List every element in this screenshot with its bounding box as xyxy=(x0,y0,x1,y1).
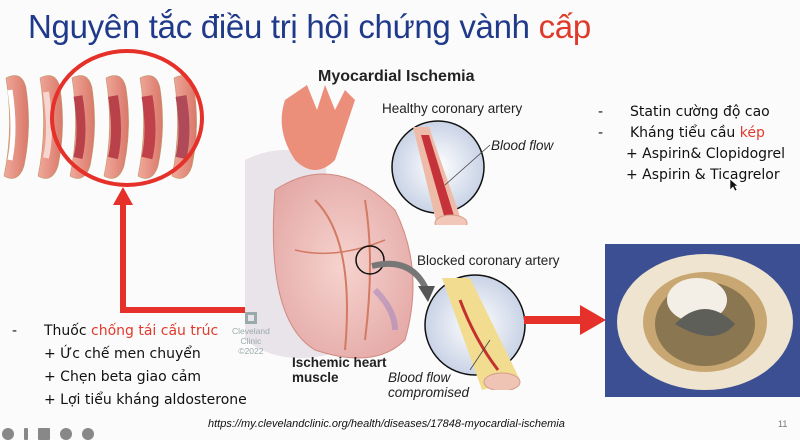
slide-title: Nguyên tắc điều trị hội chứng vành cấp xyxy=(28,8,591,46)
list-subitem: + Aspirin & Ticagrelor xyxy=(626,167,780,183)
healthy-artery-circle xyxy=(391,120,491,225)
list-subitem: + Lợi tiểu kháng aldosterone xyxy=(44,392,247,408)
cleveland-clinic-logo: Cleveland Clinic ©2022 xyxy=(232,312,270,356)
zoom-icon[interactable] xyxy=(60,428,72,440)
blocked-artery-label: Blocked coronary artery xyxy=(417,253,560,268)
list-subitem: + Chẹn beta giao cảm xyxy=(44,369,202,385)
mouse-cursor-icon xyxy=(729,178,739,192)
blocked-artery-circle xyxy=(424,274,526,390)
back-icon[interactable] xyxy=(2,428,14,440)
red-arrow-to-photo xyxy=(524,305,606,335)
compromised-label: Blood flow compromised xyxy=(388,370,470,400)
ventricle-strips xyxy=(3,75,197,179)
right-bullet-list: -Statin cường độ cao -Kháng tiểu cầu kép… xyxy=(598,102,785,186)
list-item: -Kháng tiểu cầu kép xyxy=(598,125,765,141)
plaque-photo xyxy=(605,244,800,397)
page-number: 11 xyxy=(778,419,788,429)
left-bullet-list: -Thuốc chống tái cấu trúc + Ức chế men c… xyxy=(12,320,247,412)
highlight-circle xyxy=(50,49,204,187)
list-item: -Thuốc chống tái cấu trúc xyxy=(12,323,219,339)
figure-title: Myocardial Ischemia xyxy=(318,68,475,85)
heart-illustration xyxy=(245,85,414,359)
more-icon[interactable] xyxy=(82,428,94,440)
source-url-link[interactable]: https://my.clevelandclinic.org/health/di… xyxy=(208,418,565,430)
presenter-toolbar xyxy=(2,428,94,440)
title-accent: cấp xyxy=(538,8,592,45)
healthy-artery-label: Healthy coronary artery xyxy=(382,101,523,116)
remodeling-illustration xyxy=(3,49,380,313)
list-subitem: + Aspirin& Clopidogrel xyxy=(626,146,786,162)
pointer-icon[interactable] xyxy=(24,428,28,440)
notes-icon[interactable] xyxy=(38,428,50,440)
list-item: -Statin cường độ cao xyxy=(598,104,770,120)
list-subitem: + Ức chế men chuyển xyxy=(44,346,201,362)
blood-flow-label: Blood flow xyxy=(491,138,554,153)
blockage-marker xyxy=(355,245,385,275)
ischemic-muscle-label: Ischemic heart muscle xyxy=(292,355,387,385)
curved-arrow xyxy=(371,260,435,302)
title-main: Nguyên tắc điều trị hội chứng vành xyxy=(28,8,539,45)
clinic-logo-icon xyxy=(244,312,257,324)
